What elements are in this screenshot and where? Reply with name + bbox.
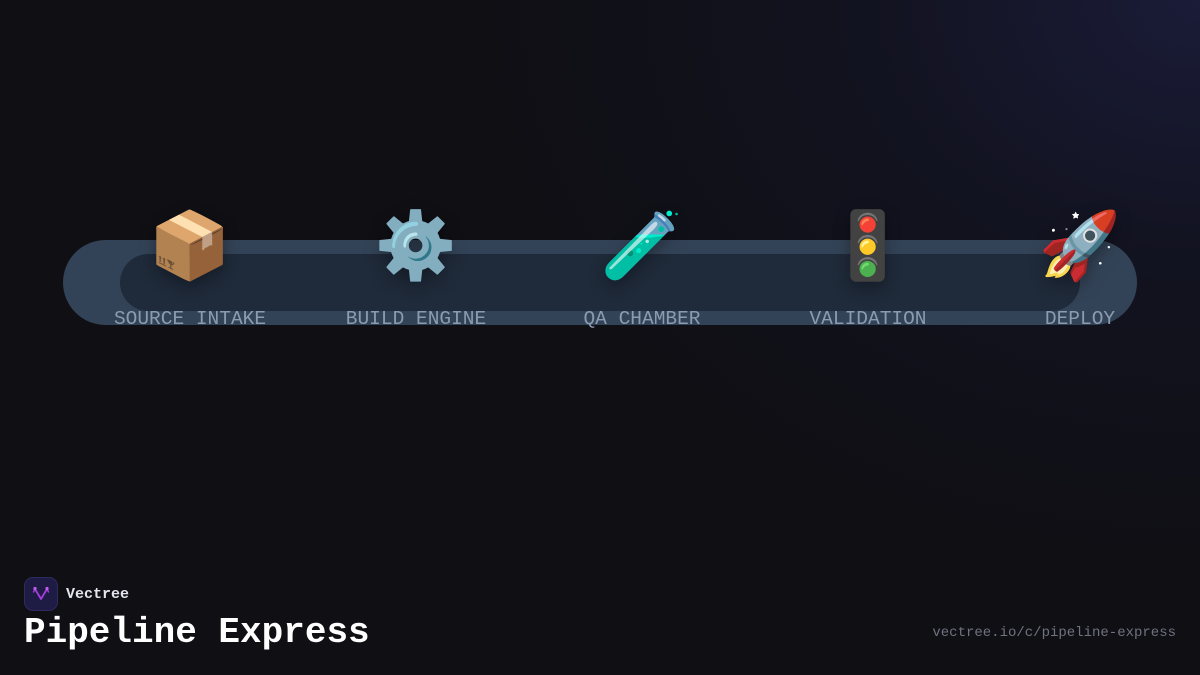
rocket-icon: 🚀: [1038, 207, 1122, 284]
station-qa-chamber: 🧪 QA CHAMBER: [532, 0, 752, 340]
pipeline-track-inner: [120, 254, 1080, 311]
page-title: Pipeline Express: [24, 612, 370, 653]
forked-v-icon: [32, 586, 50, 600]
station-build-engine: ⚙️ BUILD ENGINE: [306, 0, 526, 340]
station-label: BUILD ENGINE: [345, 308, 487, 330]
gear-icon: ⚙️: [374, 207, 458, 284]
brand-logo: [24, 577, 58, 611]
station-source-intake: 📦 SOURCE INTAKE: [80, 0, 300, 340]
station-validation: 🚦 VALIDATION: [758, 0, 978, 340]
brand-name: Vectree: [66, 585, 130, 603]
traffic-light-icon: 🚦: [826, 207, 910, 284]
station-label: VALIDATION: [809, 308, 927, 330]
station-label: DEPLOY: [1044, 308, 1116, 330]
page-url: vectree.io/c/pipeline-express: [932, 625, 1176, 641]
test-tube-icon: 🧪: [600, 207, 684, 284]
station-label: SOURCE INTAKE: [113, 308, 267, 330]
station-deploy: 🚀 DEPLOY: [970, 0, 1190, 340]
brand: Vectree: [24, 577, 129, 611]
package-icon: 📦: [148, 207, 232, 284]
station-label: QA CHAMBER: [583, 308, 701, 330]
